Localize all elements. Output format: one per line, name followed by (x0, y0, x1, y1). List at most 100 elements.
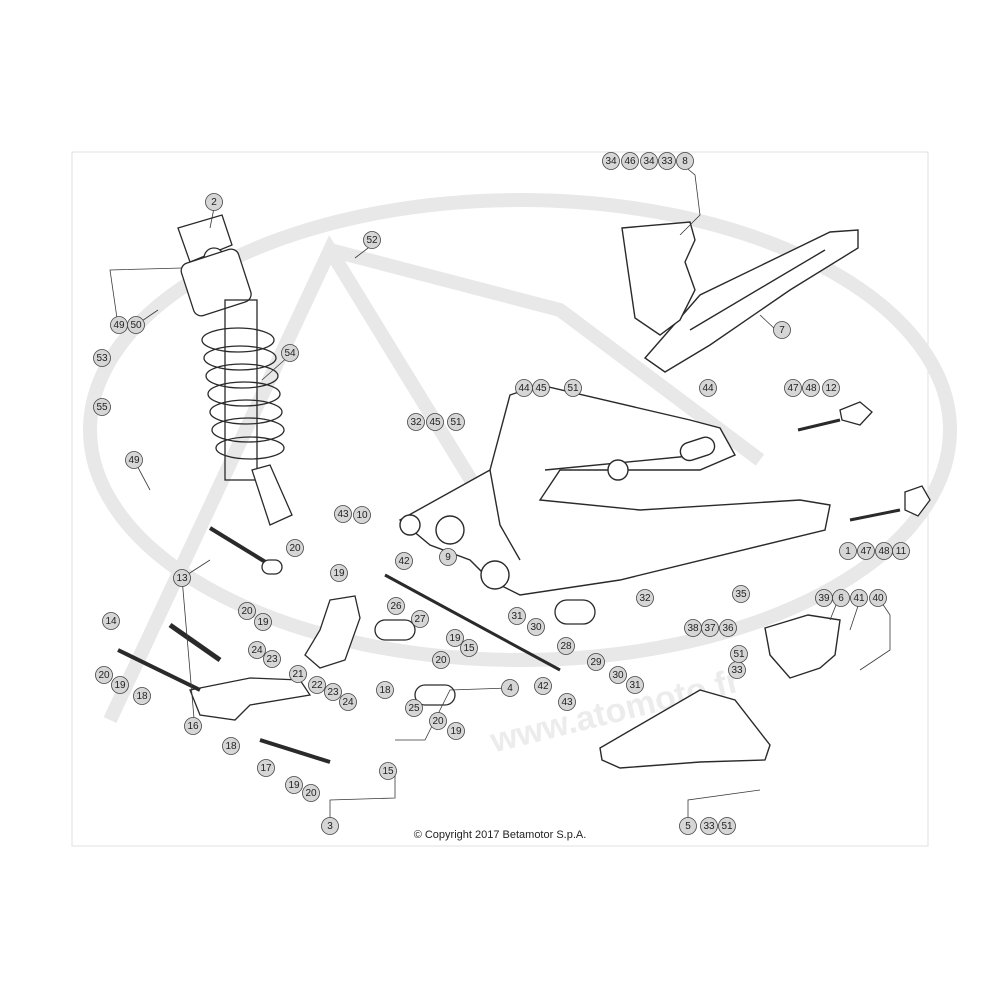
callout-number: 22 (311, 680, 323, 691)
callout-number: 52 (366, 235, 378, 246)
callout-number: 50 (130, 320, 142, 331)
callout-number: 12 (825, 383, 837, 394)
callout-circle (640, 152, 658, 170)
callout-circle (501, 679, 519, 697)
callout-number: 46 (624, 156, 636, 167)
callout-circle (676, 152, 694, 170)
callout-circle (281, 344, 299, 362)
callout-circle (285, 776, 303, 794)
callout-number: 25 (408, 703, 420, 714)
rear-shock-absorber (177, 214, 293, 526)
callout-circle (732, 585, 750, 603)
callout-number: 48 (805, 383, 817, 394)
callout-circle (407, 413, 425, 431)
callout-number: 51 (450, 417, 462, 428)
callout-number: 40 (872, 593, 884, 604)
callout-number: 9 (445, 552, 451, 563)
callout-circle (719, 619, 737, 637)
callout-number: 24 (251, 645, 263, 656)
callout-circle (557, 637, 575, 655)
callout-circle (263, 650, 281, 668)
callout-number: 7 (779, 325, 785, 336)
callout-circle (658, 152, 676, 170)
callout-circle (363, 231, 381, 249)
callout-circle (133, 687, 151, 705)
callout-number: 10 (356, 510, 368, 521)
callout-circle (222, 737, 240, 755)
callout-circle (238, 602, 256, 620)
callout-circle (587, 653, 605, 671)
callout-circle (330, 564, 348, 582)
callout-number: 45 (535, 383, 547, 394)
callout-circle (684, 619, 702, 637)
callout-circle (387, 597, 405, 615)
callout-circle (564, 379, 582, 397)
callout-number: 1 (845, 546, 851, 557)
chain-slider (599, 689, 771, 769)
callout-circle (718, 817, 736, 835)
callout-number: 19 (257, 617, 269, 628)
callout-number: 34 (605, 156, 617, 167)
callout-number: 30 (530, 622, 542, 633)
callout-circle (102, 612, 120, 630)
callout-circle (95, 666, 113, 684)
callout-number: 31 (511, 611, 523, 622)
callout-number: 24 (342, 697, 354, 708)
callout-number: 51 (721, 821, 733, 832)
callout-number: 55 (96, 402, 108, 413)
callout-number: 45 (429, 417, 441, 428)
callout-circle (429, 712, 447, 730)
callout-circle (308, 676, 326, 694)
callout-number: 44 (518, 383, 530, 394)
callout-circle (730, 645, 748, 663)
callout-number: 33 (703, 821, 715, 832)
callout-circle (446, 629, 464, 647)
callout-number: 49 (128, 455, 140, 466)
callout-circle (439, 548, 457, 566)
callout-circle (822, 379, 840, 397)
callout-number: 39 (818, 593, 830, 604)
callout-circle (257, 759, 275, 777)
callout-circle (93, 398, 111, 416)
callout-circle (447, 413, 465, 431)
callout-circle (869, 589, 887, 607)
callout-circle (527, 618, 545, 636)
callout-number: 8 (682, 156, 688, 167)
callout-circle (395, 552, 413, 570)
callout-number: 36 (722, 623, 734, 634)
callout-circle (875, 542, 893, 560)
callout-circle (125, 451, 143, 469)
callout-number: 28 (560, 641, 572, 652)
callout-number: 16 (187, 721, 199, 732)
callout-circle (411, 610, 429, 628)
callout-number: 14 (105, 616, 117, 627)
callout-number: 19 (450, 726, 462, 737)
callout-circle (534, 677, 552, 695)
callout-number: 18 (225, 741, 237, 752)
copyright-notice: © Copyright 2017 Betamotor S.p.A. (413, 829, 587, 841)
callout-number: 19 (288, 780, 300, 791)
callout-circle (426, 413, 444, 431)
callout-circle (532, 379, 550, 397)
callout-circle (353, 506, 371, 524)
callout-number: 5 (685, 821, 691, 832)
callout-number: 19 (333, 568, 345, 579)
callout-number: 4 (507, 683, 513, 694)
callout-circle (802, 379, 820, 397)
callout-number: 43 (337, 509, 349, 520)
callout-circle (405, 699, 423, 717)
callout-number: 53 (96, 353, 108, 364)
callout-circle (636, 589, 654, 607)
callout-number: 35 (735, 589, 747, 600)
callout-number: 20 (435, 655, 447, 666)
callout-number: 2 (211, 197, 217, 208)
callout-number: 49 (113, 320, 125, 331)
callout-circle (321, 817, 339, 835)
callout-number: 48 (878, 546, 890, 557)
callout-circle (127, 316, 145, 334)
callout-number: 33 (731, 665, 743, 676)
callout-number: 26 (390, 601, 402, 612)
callout-number: 20 (432, 716, 444, 727)
callout-number: 37 (704, 623, 716, 634)
